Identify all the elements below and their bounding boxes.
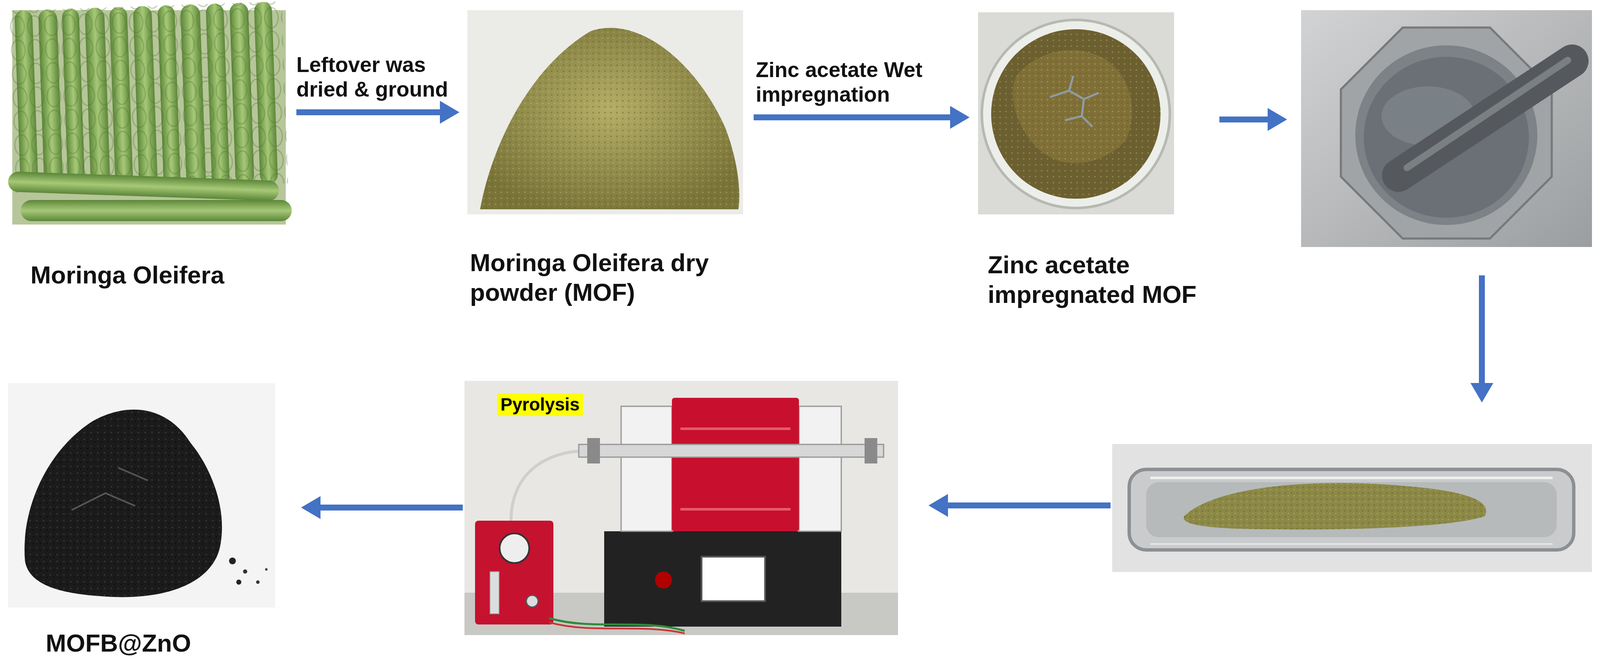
arrow-head xyxy=(928,493,948,517)
powder-photo-part xyxy=(480,27,740,210)
photo-step-node: Pyrolysis xyxy=(464,380,899,635)
photo-step-node: Moringa Oleifera xyxy=(12,10,286,225)
process-arrow xyxy=(928,493,1111,517)
carbon-powder-photo-part xyxy=(236,579,242,585)
carbon-powder-photo-part xyxy=(71,467,148,510)
tube-furnace-photo-part xyxy=(621,406,672,531)
carbon-powder-photo-part xyxy=(8,382,276,608)
tube-furnace-photo-part xyxy=(578,444,884,457)
moringa-pods-photo-part xyxy=(8,1,289,193)
petri-dish-photo-part xyxy=(981,19,1170,208)
combustion-boat-photo-part xyxy=(1150,476,1553,479)
carbon-powder-photo xyxy=(8,382,276,608)
combustion-boat-photo-part xyxy=(1183,482,1487,530)
process-arrow xyxy=(753,105,970,129)
powder-photo-part xyxy=(467,10,744,215)
arrow-shaft xyxy=(296,109,443,116)
arrow-shaft xyxy=(1478,275,1485,386)
step-caption: Moringa Oleifera dry powder (MOF) xyxy=(469,247,741,307)
process-arrow xyxy=(296,100,460,124)
combustion-boat-photo-part xyxy=(1183,482,1487,530)
mortar-photo-part xyxy=(1301,10,1592,247)
step-label: Leftover was dried & ground xyxy=(296,52,466,102)
mortar-photo-part xyxy=(1406,60,1568,168)
process-arrow xyxy=(301,495,463,519)
tube-furnace-photo xyxy=(464,380,899,635)
arrow-head xyxy=(1267,107,1288,131)
arrow-shaft xyxy=(1219,116,1271,123)
powder-photo-part xyxy=(480,27,740,210)
combustion-boat-photo-part xyxy=(1129,469,1574,550)
moringa-pods-photo-part-part xyxy=(8,1,289,193)
tube-furnace-photo-part xyxy=(798,406,842,531)
carbon-powder-photo-part xyxy=(243,569,248,574)
moringa-pods-photo-part xyxy=(20,199,292,222)
photo-step-node xyxy=(1301,10,1592,247)
arrow-shaft xyxy=(317,504,463,511)
petri-dish-photo-part xyxy=(991,29,1161,199)
tube-furnace-photo-part xyxy=(680,507,791,511)
carbon-powder-photo-part xyxy=(24,409,222,597)
arrow-shaft xyxy=(753,114,953,121)
process-arrow xyxy=(1470,275,1494,403)
photo-step-node xyxy=(1112,443,1592,572)
petri-dish-photo-part xyxy=(991,29,1161,199)
carbon-powder-photo-part xyxy=(229,557,236,564)
tube-furnace-photo-part xyxy=(549,621,685,633)
tube-furnace-photo-part xyxy=(475,520,554,625)
tube-furnace-photo-part xyxy=(489,571,500,614)
combustion-boat-photo-part xyxy=(1112,443,1592,572)
tube-furnace-photo-part xyxy=(526,594,539,607)
mortar-photo xyxy=(1301,10,1592,247)
petri-dish-photo-part xyxy=(1050,75,1099,127)
arrow-head xyxy=(1470,382,1494,403)
tube-furnace-photo-part xyxy=(654,571,672,589)
powder-photo xyxy=(467,10,744,215)
process-arrow xyxy=(1219,107,1288,131)
tube-furnace-photo-part xyxy=(511,450,588,521)
arrow-head xyxy=(301,495,321,519)
carbon-powder-photo-part xyxy=(24,409,222,597)
petri-dish-photo xyxy=(978,12,1175,215)
moringa-pods-photo-part xyxy=(7,171,280,201)
carbon-powder-photo-part xyxy=(265,567,268,571)
tube-furnace-photo-part xyxy=(864,437,878,464)
petri-dish-photo-part xyxy=(978,12,1175,215)
photo-step-node: Moringa Oleifera dry powder (MOF) xyxy=(467,10,744,215)
arrow-shaft xyxy=(945,502,1111,509)
combustion-boat-photo-part xyxy=(1146,481,1557,537)
combustion-boat-photo-part xyxy=(1150,542,1553,545)
tube-furnace-photo-part xyxy=(604,530,842,627)
tube-furnace-photo-part xyxy=(671,397,799,531)
tube-furnace-photo-part xyxy=(587,437,600,464)
step-caption: Moringa Oleifera xyxy=(30,259,302,290)
photo-step-node: MOFB@ZnO xyxy=(8,382,276,608)
arrow-head xyxy=(439,100,460,124)
moringa-pods-photo xyxy=(7,1,292,346)
arrow-head xyxy=(950,105,970,129)
step-caption: Zinc acetate impregnated MOF xyxy=(987,249,1225,309)
tube-furnace-photo-part xyxy=(680,427,791,430)
photo-step-node: Zinc acetate impregnated MOF xyxy=(978,12,1175,215)
tube-furnace-photo-part xyxy=(701,556,766,601)
step-label: Zinc acetate Wet impregnation xyxy=(755,58,959,107)
step-tag: Pyrolysis xyxy=(497,392,584,416)
tube-furnace-photo-part xyxy=(499,533,530,563)
step-caption: MOFB@ZnO xyxy=(45,627,258,658)
tube-furnace-photo-part xyxy=(464,380,899,635)
carbon-powder-photo-part xyxy=(256,580,260,584)
combustion-boat-photo xyxy=(1112,443,1592,572)
